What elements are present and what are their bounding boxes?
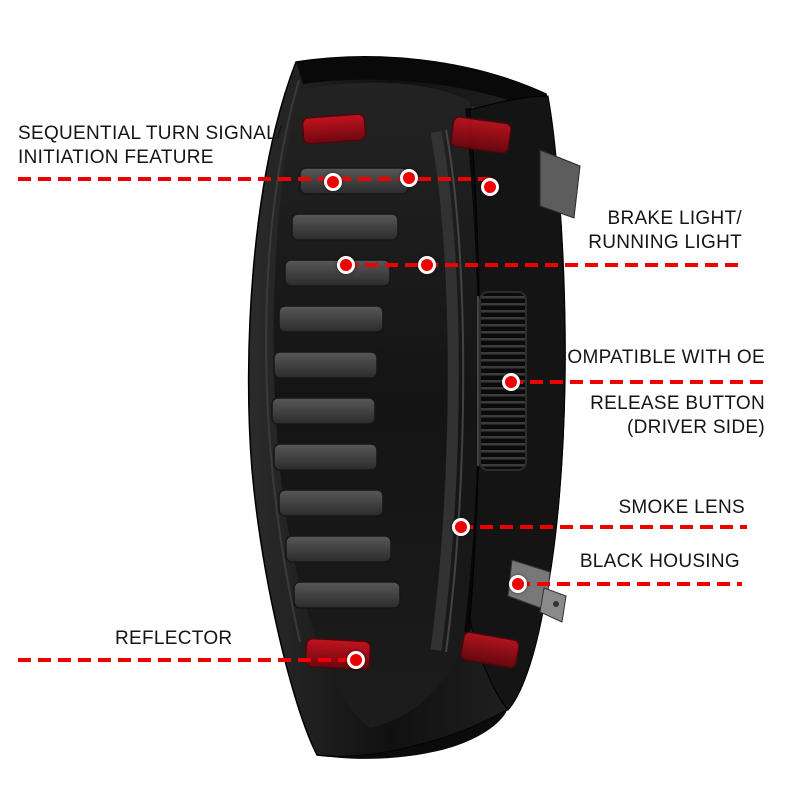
callout-oe-label-bottom: RELEASE BUTTON (DRIVER SIDE): [590, 392, 765, 440]
marker-dot: [502, 373, 520, 391]
callout-smoke-lens-label: SMOKE LENS: [618, 496, 745, 520]
marker-dot: [418, 256, 436, 274]
callout-oe-label-top: COMPATIBLE WITH OE: [553, 346, 765, 370]
marker-dot: [509, 575, 527, 593]
callout-brake-light-label: BRAKE LIGHT/ RUNNING LIGHT: [588, 207, 742, 255]
callout-text-line: RELEASE BUTTON: [590, 393, 765, 414]
callout-text-line: INITIATION FEATURE: [18, 147, 214, 168]
reflector-top-right: [450, 116, 512, 154]
marker-dot: [337, 256, 355, 274]
callout-text-line: SMOKE LENS: [618, 497, 745, 518]
marker-dot: [400, 169, 418, 187]
marker-dot: [481, 178, 499, 196]
leader-line: [460, 525, 747, 529]
leader-line: [18, 177, 496, 181]
callout-text-line: BRAKE LIGHT/: [607, 208, 742, 229]
reflector-bottom-right: [460, 631, 520, 669]
leader-line: [18, 658, 357, 662]
mounting-wedge: [539, 149, 581, 219]
callout-text-line: (DRIVER SIDE): [627, 417, 765, 438]
callout-black-housing-label: BLACK HOUSING: [580, 550, 740, 574]
marker-dot: [347, 651, 365, 669]
leader-line: [510, 380, 767, 384]
marker-dot: [452, 518, 470, 536]
callout-text-line: BLACK HOUSING: [579, 551, 740, 572]
callout-text-line: SEQUENTIAL TURN SIGNAL/: [18, 123, 283, 144]
leader-line: [345, 263, 742, 267]
reflector-top-left: [301, 113, 367, 145]
callout-reflector-label: REFLECTOR: [115, 627, 232, 651]
callout-text-line: COMPATIBLE WITH OE: [553, 347, 765, 368]
marker-dot: [324, 173, 342, 191]
callout-turn-signal-label: SEQUENTIAL TURN SIGNAL/ INITIATION FEATU…: [18, 122, 283, 170]
lens-face: [265, 79, 488, 729]
callout-text-line: RUNNING LIGHT: [588, 232, 742, 253]
leader-line: [517, 582, 742, 586]
callout-text-line: REFLECTOR: [115, 628, 233, 649]
